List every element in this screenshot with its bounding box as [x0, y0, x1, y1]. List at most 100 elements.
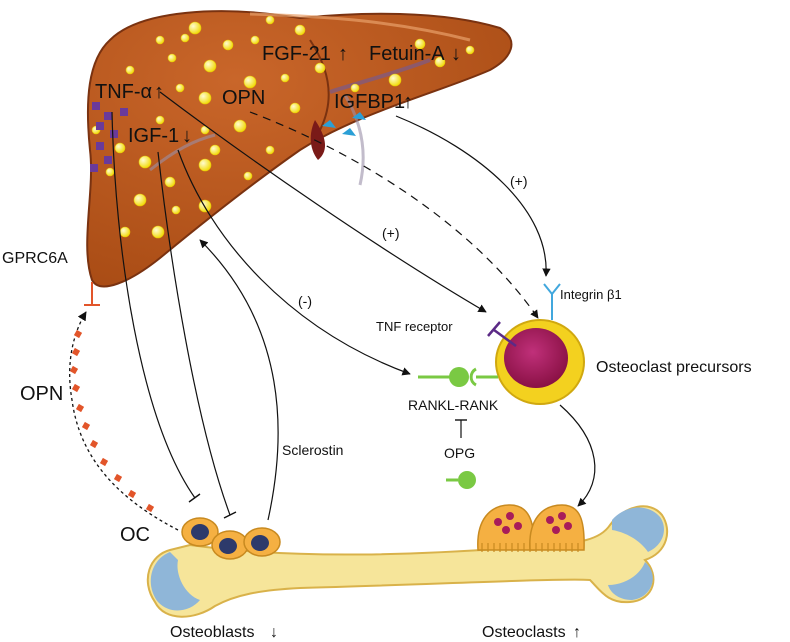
fat-droplet: [434, 56, 446, 68]
opn-molecule: [69, 365, 79, 375]
fat-droplet: [198, 158, 212, 172]
fat-droplet: [114, 142, 126, 154]
label-integrin-b1: Integrin β1: [560, 287, 622, 302]
fat-droplet: [233, 119, 247, 133]
osteoblasts: [181, 517, 281, 560]
label-igf1: IGF-1: [128, 125, 179, 147]
tnf-alpha-molecule: [90, 164, 98, 172]
opn-molecule: [127, 489, 137, 499]
fat-droplet: [209, 144, 221, 156]
fat-droplet: [465, 45, 475, 55]
gprc6a-receptor: [84, 282, 100, 306]
fat-droplet: [250, 35, 260, 45]
osteoclast-precursor-cell: [495, 319, 585, 405]
fat-droplet: [119, 226, 131, 238]
opn-molecule: [145, 503, 155, 513]
tnf-to-receptor-pathway: [159, 91, 487, 313]
arrow-osteoclasts-up: ↑: [573, 624, 581, 641]
rankl-rank-complex: [418, 367, 498, 387]
bone-left-cartilage: [150, 552, 200, 611]
label-osteoclasts: Osteoclasts: [482, 624, 566, 641]
bone-shaft: [146, 505, 669, 618]
fat-droplet: [265, 15, 275, 25]
label-fgf21: FGF-21: [262, 43, 331, 65]
fat-droplet: [203, 59, 217, 73]
fat-droplet: [180, 33, 190, 43]
igfbp1-to-integrin-pathway: [395, 115, 551, 277]
tnf-alpha-molecule: [104, 112, 112, 120]
opn-molecule: [71, 383, 81, 393]
label-minus-igf1: (-): [298, 293, 312, 309]
fat-droplet: [314, 62, 326, 74]
opn-molecules: [69, 329, 155, 513]
bone-right-cartilage: [612, 507, 664, 552]
label-rankl-rank: RANKL-RANK: [408, 397, 499, 413]
arrow-fgf21-up: ↑: [338, 43, 348, 65]
fat-droplet: [198, 91, 212, 105]
liver-highlight: [249, 12, 471, 42]
fat-droplet: [388, 73, 402, 87]
opg-molecule: [431, 471, 476, 489]
tnf-alpha-squares: [90, 102, 128, 172]
label-plus-tnf: (+): [382, 225, 400, 241]
tnf-alpha-molecule: [92, 102, 100, 110]
label-opn-liver: OPN: [222, 87, 265, 109]
fat-droplet: [265, 145, 275, 155]
arrow-fetuin-down: ↓: [451, 43, 461, 65]
label-osteoclast-precursors: Osteoclast precursors: [596, 359, 752, 376]
hepatocyte-marker: [352, 112, 366, 120]
label-gprc6a: GPRC6A: [2, 250, 68, 267]
precursor-to-osteoclast-pathway: [559, 404, 596, 507]
fat-droplet: [243, 75, 257, 89]
fat-droplet: [289, 102, 301, 114]
label-fetuin-a: Fetuin-A: [369, 43, 445, 65]
fat-droplet: [188, 21, 202, 35]
label-osteoblasts: Osteoblasts: [170, 624, 254, 641]
arrow-igf1-down: ↓: [182, 125, 192, 147]
fat-droplet: [138, 155, 152, 169]
liver-vessel: [329, 58, 431, 94]
label-oc: OC: [120, 524, 150, 546]
tnf-alpha-molecule: [104, 156, 112, 164]
fat-droplets: [91, 15, 475, 239]
fat-droplet: [133, 193, 147, 207]
liver-vessel-3: [343, 94, 365, 186]
opn-to-precursor-pathway: [249, 111, 539, 319]
fat-droplet: [414, 38, 426, 50]
tnf-receptor: [487, 321, 517, 348]
opg-inhibit: [455, 419, 467, 438]
inhibit-bar: [223, 511, 237, 519]
opn-molecule: [73, 329, 83, 339]
hepatocyte-marker: [342, 128, 356, 136]
tnf-to-osteoblast-line: [111, 111, 196, 499]
fat-droplet: [155, 115, 165, 125]
fat-droplet: [198, 199, 212, 213]
fat-droplet: [167, 53, 177, 63]
inhibit-bar: [188, 493, 201, 503]
tnf-alpha-molecule: [120, 108, 128, 116]
opn-pathway: [69, 311, 179, 531]
label-tnf-alpha: TNF-α: [95, 81, 152, 103]
hepatocyte-marker: [322, 120, 336, 128]
fat-droplet: [164, 176, 176, 188]
integrin-b1-receptor: [543, 283, 561, 320]
sclerostin-pathway: [199, 239, 279, 521]
opn-molecule: [81, 421, 91, 431]
igf1-to-rankl-pathway: [177, 149, 411, 376]
opn-molecule: [75, 403, 85, 413]
opn-molecule: [113, 473, 123, 483]
tnf-alpha-molecule: [96, 142, 104, 150]
fat-droplet: [294, 24, 306, 36]
label-igfbp1: IGFBP1: [334, 91, 405, 113]
bone-right-cartilage-2: [608, 562, 653, 600]
opn-molecule: [89, 439, 99, 449]
liver: [86, 10, 513, 288]
fat-droplet: [105, 167, 115, 177]
fat-droplet: [243, 171, 253, 181]
fat-droplet: [171, 205, 181, 215]
label-opg: OPG: [444, 445, 475, 461]
label-plus-igfbp1: (+): [510, 173, 528, 189]
liver-vessel-2: [149, 133, 216, 172]
gallbladder: [310, 120, 326, 160]
